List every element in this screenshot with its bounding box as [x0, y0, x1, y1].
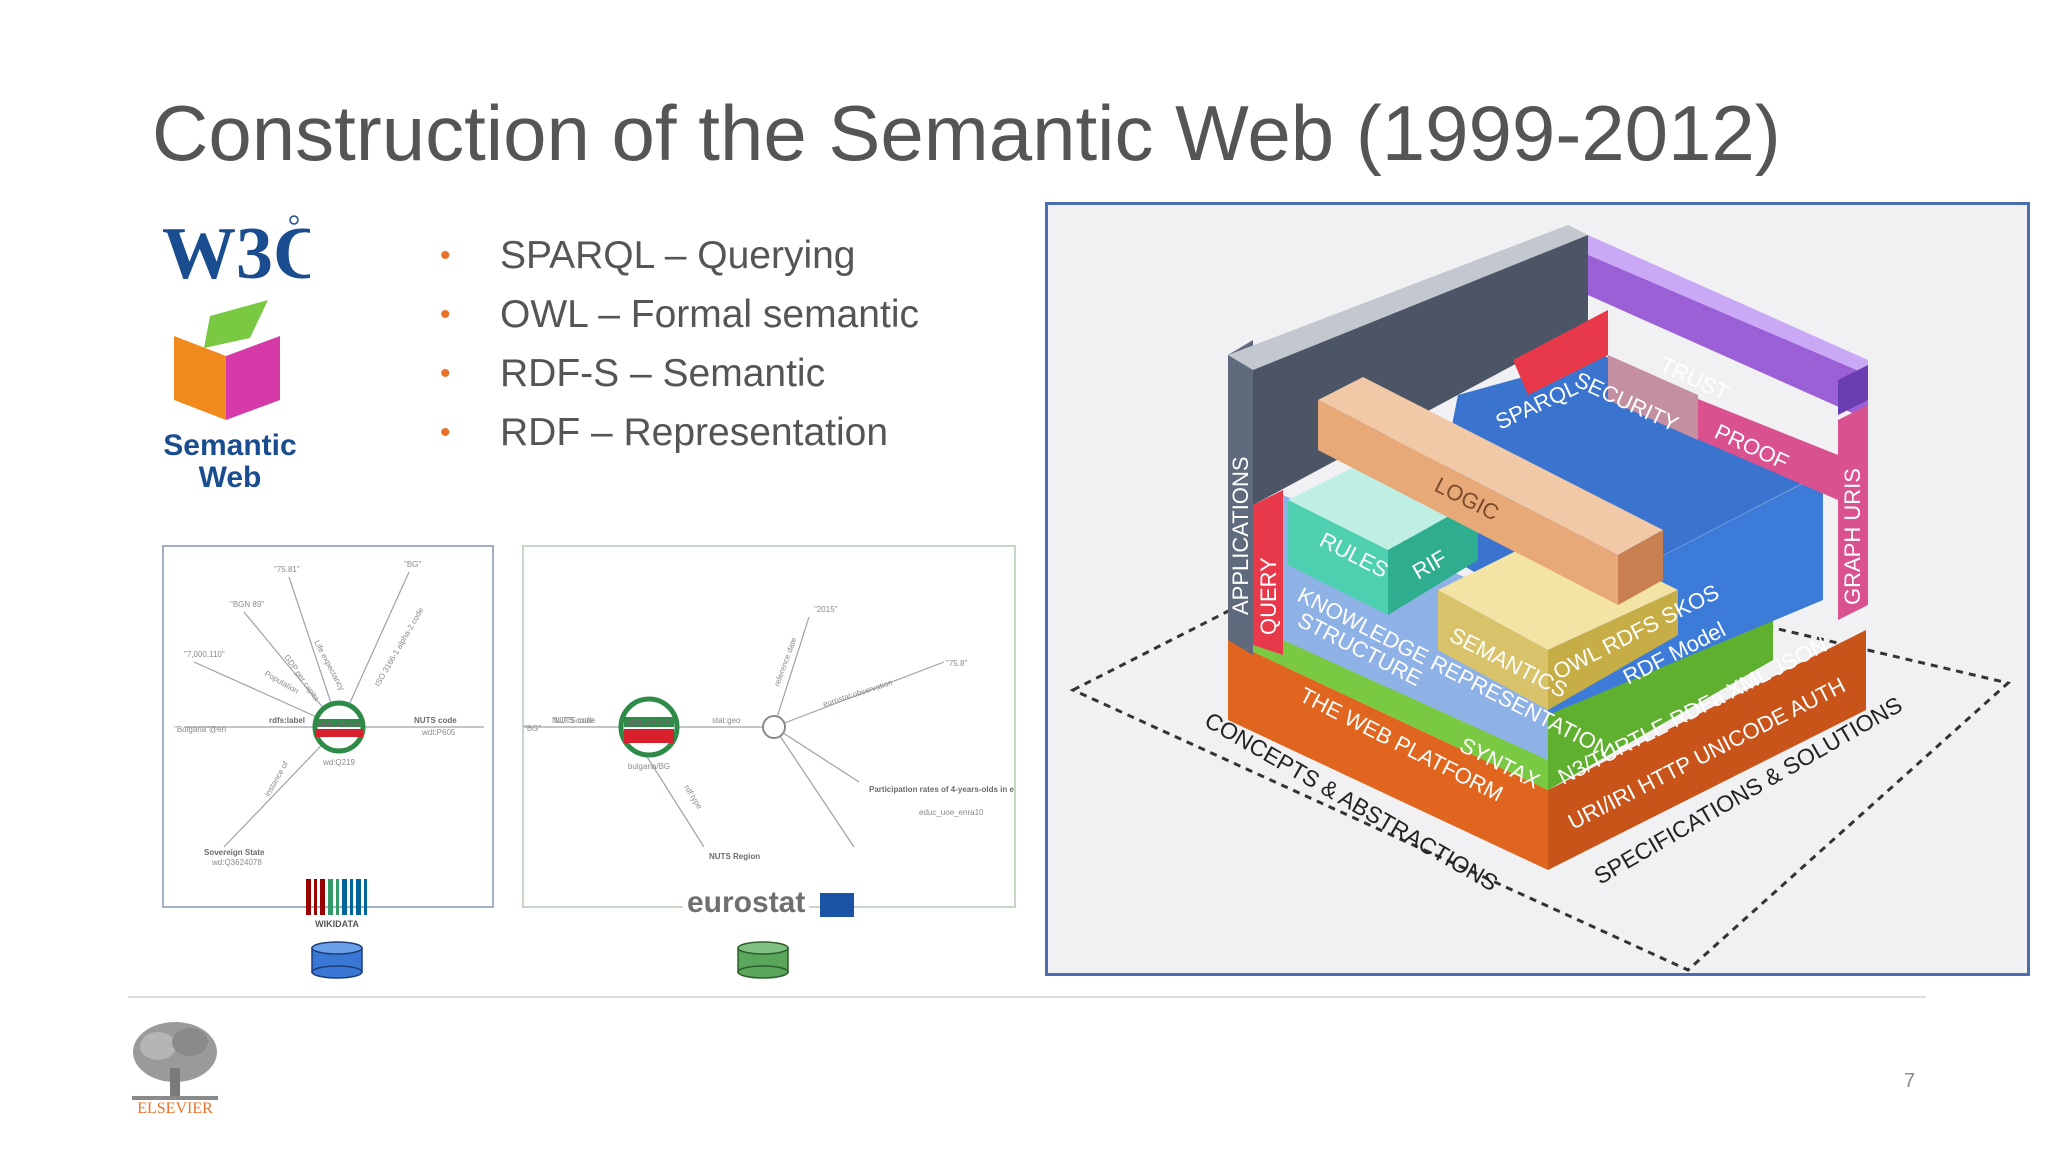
svg-text:Life expectancy: Life expectancy — [312, 639, 346, 692]
svg-text:"BG": "BG" — [524, 724, 541, 733]
rules-face — [1288, 500, 1388, 615]
rif-face — [1388, 500, 1478, 615]
bullet-item: •RDF – Representation — [430, 407, 919, 466]
svg-text:"75.81": "75.81" — [274, 565, 300, 574]
database-icon-wikidata — [311, 941, 363, 979]
bullet-icon: • — [440, 239, 451, 272]
svg-text:"75.8": "75.8" — [946, 659, 967, 668]
svg-text:rdfs:label: rdfs:label — [269, 716, 305, 725]
svg-text:NUTS code: NUTS code — [554, 716, 596, 725]
bullet-list: •SPARQL – Querying •OWL – Formal semanti… — [430, 230, 919, 466]
svg-text:bulgaria/BG: bulgaria/BG — [628, 762, 670, 771]
cube-left-icon — [174, 336, 226, 420]
logic-face — [1318, 400, 1618, 605]
sparql-face — [1513, 310, 1608, 395]
stack-diagram-canvas: APPLICATIONS QUERY TRUST SPARQL SECURITY… — [1069, 225, 2012, 972]
semantics-face — [1438, 590, 1548, 710]
svg-text:GDP per capita: GDP per capita — [282, 653, 321, 703]
logic-end — [1618, 530, 1663, 605]
semantic-web-stack-diagram: APPLICATIONS QUERY TRUST SPARQL SECURITY… — [1045, 202, 2030, 976]
web-platform-right-face — [1548, 630, 1866, 870]
bullet-item: •RDF-S – Semantic — [430, 348, 919, 407]
svg-text:"BG": "BG" — [404, 560, 421, 569]
cube-top-icon — [204, 300, 268, 348]
observation-node — [762, 715, 786, 739]
svg-text:ISO 3166-1 alpha-2 code: ISO 3166-1 alpha-2 code — [373, 606, 426, 688]
database-icon-eurostat — [737, 941, 789, 979]
svg-text:Sovereign State: Sovereign State — [204, 848, 265, 857]
bullet-item: •SPARQL – Querying — [430, 230, 919, 289]
svg-text:stat:geo: stat:geo — [712, 716, 741, 725]
wikidata-logo-text: WIKIDATA — [315, 919, 359, 929]
owl-rdfs-skos-face — [1548, 590, 1678, 710]
applications-wall-front — [1228, 340, 1253, 655]
svg-text:"BGN 89": "BGN 89" — [230, 600, 264, 609]
svg-text:wd:Q3624078: wd:Q3624078 — [211, 858, 262, 867]
eurostat-graph-panel: BULGARIA bulgaria/BG "BG" "2015" "75.8" … — [522, 545, 1016, 908]
eurostat-graph: BULGARIA bulgaria/BG "BG" "2015" "75.8" … — [524, 605, 1014, 861]
svg-text:"Bulgaria"@en: "Bulgaria"@en — [174, 725, 226, 734]
graph-uris-top — [1838, 365, 1868, 415]
wikidata-graph: BULGARIA wd:Q219 "75.81" "BG" "BGN 89" "… — [174, 560, 484, 867]
eu-flag-icon — [820, 893, 854, 917]
elsevier-logo-text: ELSEVIER — [137, 1100, 213, 1117]
syntax-left-face — [1228, 610, 1548, 790]
cube-right-icon — [226, 336, 280, 420]
web-platform-left-face — [1228, 640, 1548, 870]
bullet-icon: • — [440, 298, 451, 331]
svg-text:"7,000,110": "7,000,110" — [184, 650, 225, 659]
svg-text:rdf:type: rdf:type — [682, 783, 704, 811]
query-face — [1253, 490, 1283, 655]
label-query: QUERY — [1256, 557, 1281, 635]
svg-text:wd:Q219: wd:Q219 — [322, 758, 356, 767]
svg-text:NUTS Region: NUTS Region — [709, 852, 760, 861]
svg-text:wdt:P605: wdt:P605 — [421, 728, 456, 737]
security-face — [1608, 355, 1698, 440]
proof-face — [1688, 395, 1838, 500]
w3c-caption-semantic: Semantic — [163, 429, 296, 462]
svg-text:BULGARIA: BULGARIA — [628, 718, 670, 727]
eurostat-logo-text: eurostat — [683, 886, 810, 920]
svg-text:Participation rates of 4-years: Participation rates of 4-years-olds in e… — [869, 785, 1014, 794]
elsevier-tree-icon — [132, 1022, 218, 1100]
bullet-icon: • — [440, 357, 451, 390]
syntax-right-face — [1548, 600, 1773, 790]
svg-text:eurostat:observation: eurostat:observation — [822, 678, 894, 709]
svg-text:educ_uoe_enra10: educ_uoe_enra10 — [919, 808, 984, 817]
footer-divider — [128, 996, 1926, 998]
bullet-icon: • — [440, 416, 451, 449]
wikidata-logo-icon — [306, 879, 367, 915]
svg-text:BULGARIA: BULGARIA — [318, 720, 360, 729]
bullet-item: •OWL – Formal semantic — [430, 289, 919, 348]
slide-title: Construction of the Semantic Web (1999-2… — [152, 89, 1781, 177]
wikidata-graph-panel: BULGARIA wd:Q219 "75.81" "BG" "BGN 89" "… — [162, 545, 494, 908]
svg-text:NUTS code: NUTS code — [414, 716, 457, 725]
logic-top — [1318, 377, 1663, 555]
w3c-semantic-web-logo: W3C Semantic Web — [162, 213, 310, 494]
graph-uris-face — [1838, 405, 1868, 620]
w3c-caption-web: Web — [199, 461, 262, 494]
applications-wall-top — [1228, 225, 1588, 370]
ground-outline — [1069, 533, 2012, 972]
label-applications: APPLICATIONS — [1228, 456, 1253, 615]
page-number: 7 — [1904, 1070, 1916, 1092]
trust-face — [1588, 255, 1868, 420]
svg-text:NUTS code: NUTS code — [552, 716, 594, 725]
label-graph-uris: GRAPH URIS — [1840, 468, 1865, 605]
svg-text:"2015": "2015" — [814, 605, 838, 614]
w3c-mark: W3C — [162, 213, 310, 295]
